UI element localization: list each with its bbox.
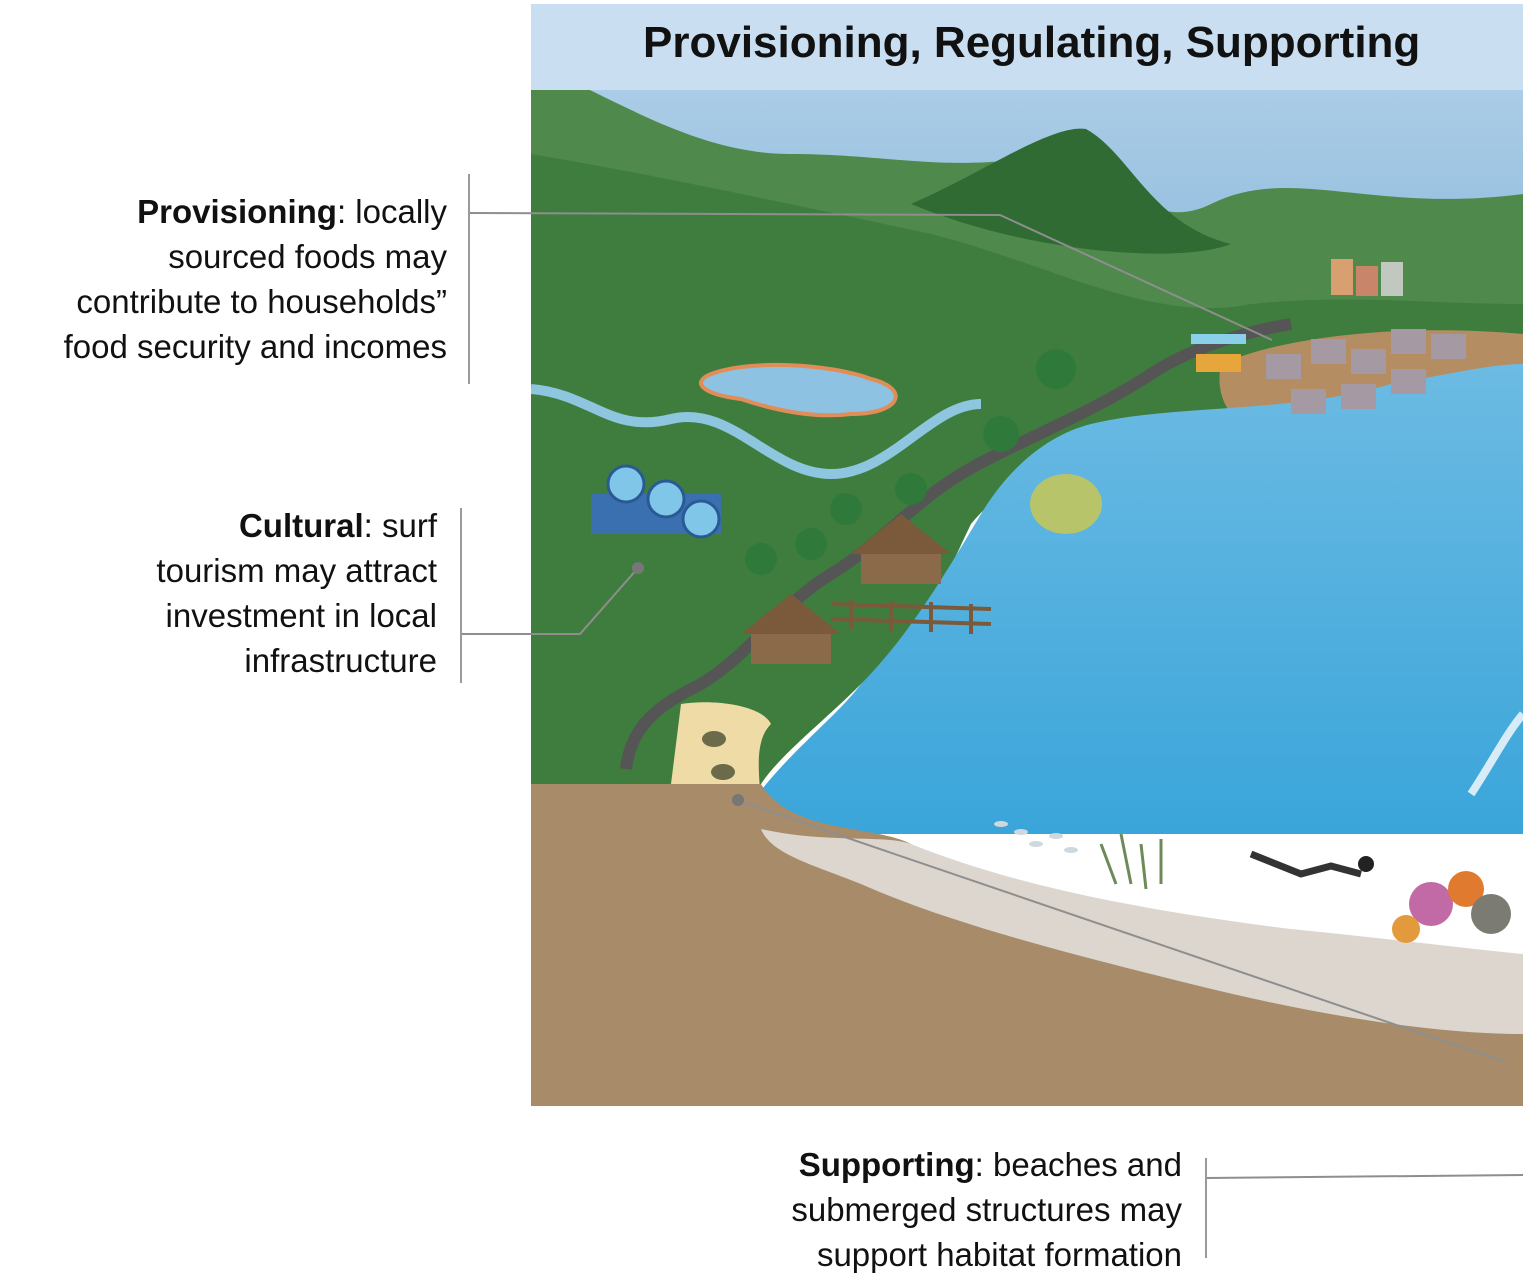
provisioning-line-3: contribute to households”: [64, 279, 447, 324]
provisioning-line-4: food security and incomes: [64, 324, 447, 369]
cultural-line-3: investment in local: [156, 593, 437, 638]
cultural-label: Cultural: surf tourism may attract inves…: [156, 503, 437, 683]
provisioning-label: Provisioning: locally sourced foods may …: [64, 189, 447, 369]
provisioning-line-1: : locally: [337, 193, 447, 230]
supporting-label: Supporting: beaches and submerged struct…: [791, 1142, 1182, 1277]
cultural-leader-line: [462, 568, 638, 634]
provisioning-term: Provisioning: [137, 193, 337, 230]
provisioning-line-2: sourced foods may: [64, 234, 447, 279]
provisioning-leader-line: [469, 213, 1272, 340]
supporting-line-3: support habitat formation: [791, 1232, 1182, 1277]
provisioning-bracket: [468, 174, 470, 384]
cultural-term: Cultural: [239, 507, 364, 544]
cultural-line-4: infrastructure: [156, 638, 437, 683]
supporting-leader-dot: [732, 794, 744, 806]
supporting-leader-line: [736, 800, 1505, 1062]
supporting-term: Supporting: [799, 1146, 975, 1183]
cultural-line-2: tourism may attract: [156, 548, 437, 593]
supporting-bracket: [1205, 1158, 1207, 1258]
supporting-line-1: : beaches and: [975, 1146, 1182, 1183]
supporting-line-2: submerged structures may: [791, 1187, 1182, 1232]
cultural-line-1: : surf: [364, 507, 437, 544]
supporting-bracket-line: [1207, 1175, 1523, 1178]
cultural-bracket: [460, 508, 462, 683]
cultural-leader-dot: [632, 562, 644, 574]
